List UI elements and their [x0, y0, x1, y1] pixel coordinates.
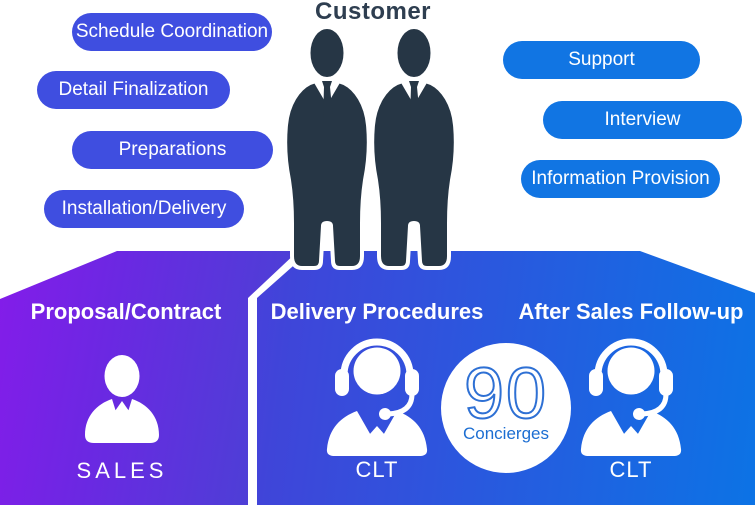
headset-agent-icon	[576, 338, 686, 456]
businessperson-icon	[85, 355, 159, 443]
sales-label: SALES	[76, 458, 168, 483]
clt-label-aftersales: CLT	[609, 457, 653, 482]
pill-preparations: Preparations	[72, 131, 273, 169]
concierge-count: 90	[463, 355, 548, 425]
customer-title: Customer	[314, 0, 432, 25]
pill-interview: Interview	[543, 101, 742, 139]
headset-agent-icon	[322, 338, 432, 456]
pill-support: Support	[503, 41, 700, 79]
proposal-contract-heading: Proposal/Contract	[30, 299, 222, 324]
clt-label-delivery: CLT	[355, 457, 399, 482]
delivery-procedures-heading: Delivery Procedures	[270, 299, 484, 324]
concierge-badge: 90 Concierges	[441, 343, 571, 473]
pill-schedule-coordination: Schedule Coordination	[72, 13, 272, 51]
concierge-badge-label: Concierges	[463, 424, 549, 443]
concierge-count-text: 90	[464, 355, 548, 425]
pill-installation-delivery: Installation/Delivery	[44, 190, 244, 228]
pill-information-provision: Information Provision	[521, 160, 720, 198]
pill-detail-finalization: Detail Finalization	[37, 71, 230, 109]
customer-silhouettes-icon	[283, 25, 458, 270]
after-sales-heading: After Sales Follow-up	[518, 299, 744, 324]
